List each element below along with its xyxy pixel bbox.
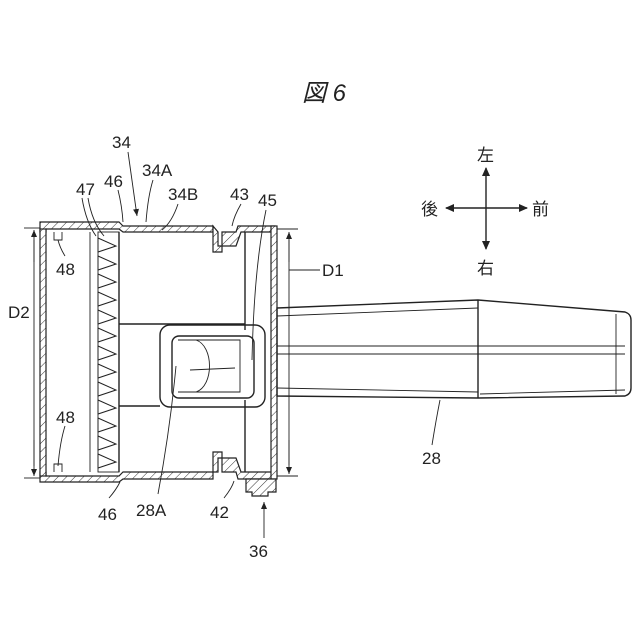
label-45: 45 [258,191,277,210]
label-48-bottom: 48 [56,408,75,427]
dimension-D2 [24,228,40,478]
label-28: 28 [422,449,441,468]
handle-28 [277,300,631,398]
figure-title: 図 6 [302,80,347,107]
label-D1: D1 [322,261,344,280]
label-47: 47 [76,180,95,199]
label-34A: 34A [142,161,173,180]
label-42: 42 [210,503,229,522]
label-34B: 34B [168,185,198,204]
dimension-D1 [277,229,320,476]
label-34: 34 [112,133,131,152]
label-48-top: 48 [56,260,75,279]
inner-slider-28A [119,324,265,407]
direction-right-label: 右 [477,259,494,278]
direction-front-label: 前 [532,200,549,219]
direction-rear-label: 後 [421,200,438,219]
label-D2: D2 [8,303,30,322]
label-28A: 28A [136,501,167,520]
label-46-bottom: 46 [98,505,117,524]
label-46-top: 46 [104,172,123,191]
direction-left-label: 左 [477,146,494,165]
label-36: 36 [249,542,268,561]
housing-body [40,222,277,496]
direction-indicator: 左 後 前 右 [421,146,549,278]
fin-filter-column [90,232,119,472]
label-43: 43 [230,185,249,204]
